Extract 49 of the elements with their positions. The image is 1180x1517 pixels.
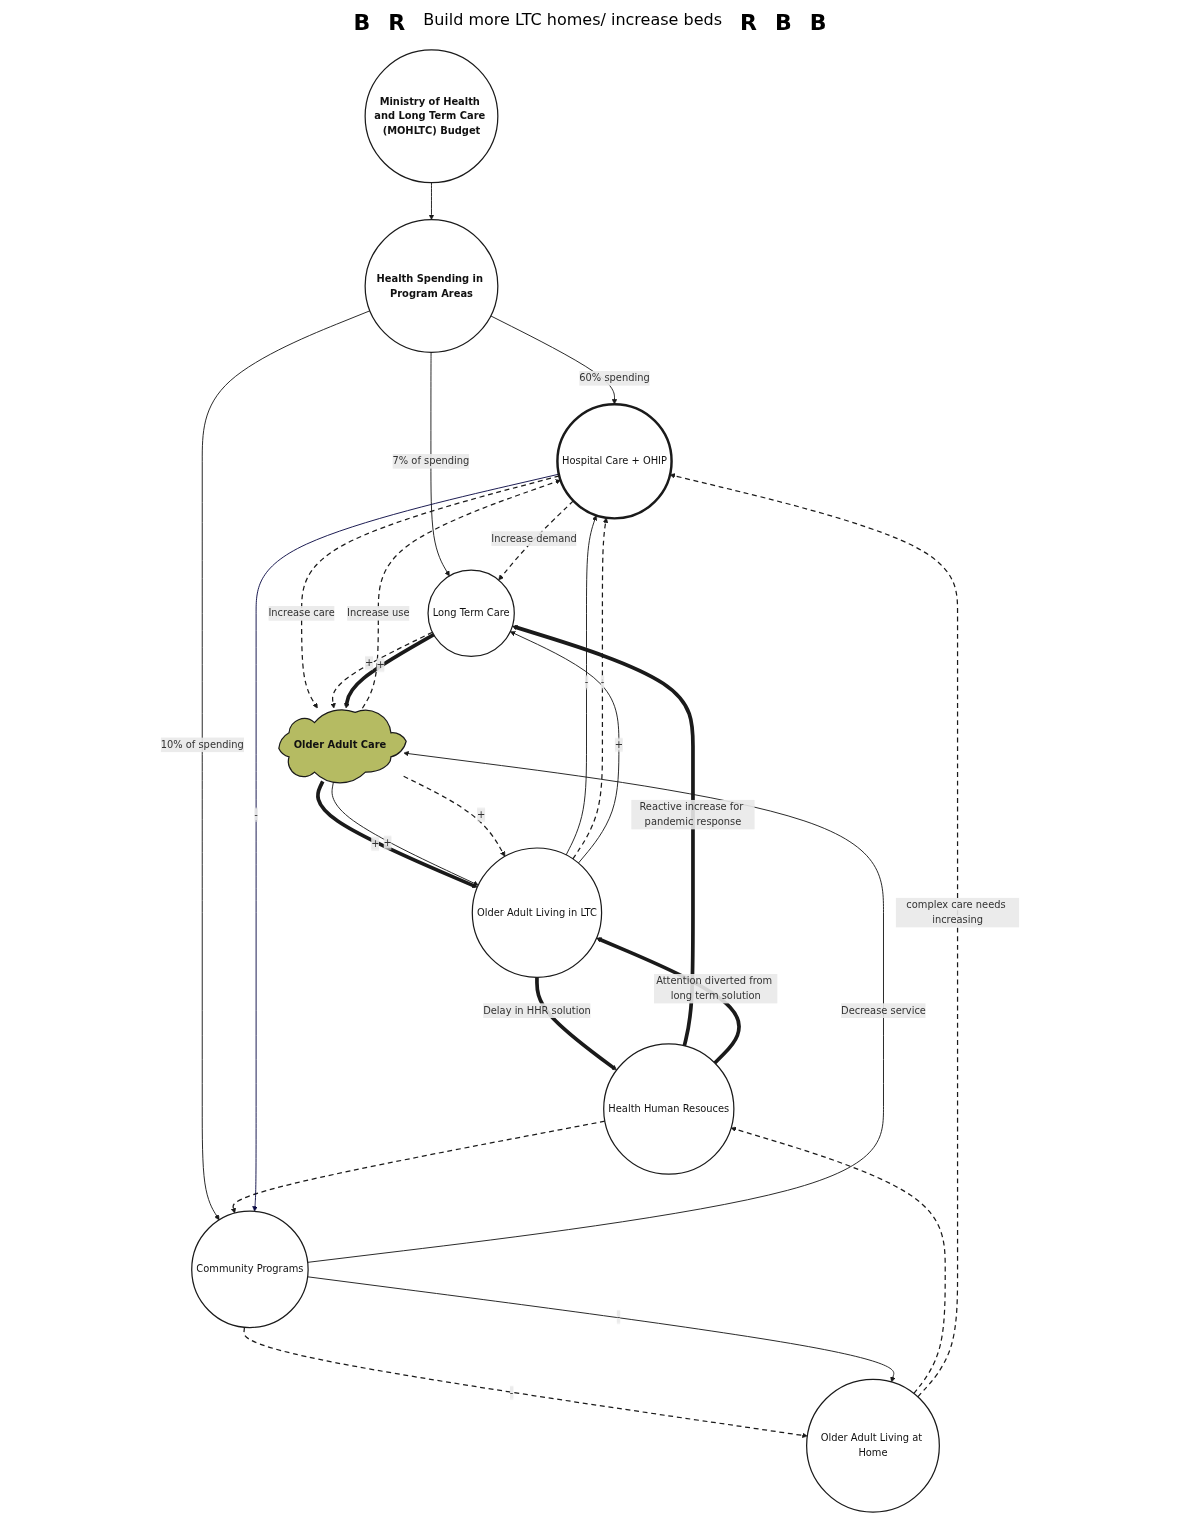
node-circle: Older Adult Living in LTC <box>471 847 603 978</box>
edge-label: Increase use <box>347 607 410 619</box>
arrow <box>498 500 574 581</box>
arrow <box>301 475 560 709</box>
arrow <box>361 479 561 709</box>
arrow <box>512 625 695 1047</box>
edge-label: Increase care <box>268 607 335 619</box>
loop-marker: B <box>774 10 792 35</box>
node-circle: Hospital Care + OHIP <box>556 402 673 520</box>
edge-label: - <box>616 1310 621 1323</box>
arrow <box>730 1126 946 1395</box>
annotation-text: Build more LTC homes/ increase beds <box>423 10 722 31</box>
arrow <box>403 775 506 857</box>
edge-label: Delay in HHR solution <box>483 1004 591 1017</box>
edge-label: Reactive increase for pandemic response <box>639 801 744 828</box>
edge-label: + <box>383 836 392 849</box>
loop-marker: B <box>809 10 827 35</box>
edge-label: + <box>371 837 380 850</box>
edge-label: 7% of spending <box>392 455 470 467</box>
arrow <box>243 1326 808 1439</box>
loop-marker: B <box>353 10 371 35</box>
node-circle: Older Adult Living at Home <box>806 1378 940 1513</box>
edge-label: Decrease service <box>841 1004 926 1017</box>
edge-label: + <box>477 808 486 821</box>
node-circle: Long Term Care <box>427 569 515 658</box>
arrow <box>669 473 959 1398</box>
edge-label: 10% of spending <box>160 738 244 751</box>
node-circle: Ministry of Health and Long Term Care (MOHLTC) Budget <box>364 49 499 184</box>
edge-label: - <box>254 808 258 821</box>
edge-label: complex care needs increasing <box>906 899 1006 926</box>
node-circle: Community Programs <box>191 1210 309 1329</box>
edge-label: Attention diverted from long term solution <box>656 975 773 1002</box>
edge-label: Increase demand <box>491 532 577 545</box>
node-circle: Health Human Resouces <box>603 1043 735 1175</box>
edge-label: + <box>614 738 624 751</box>
edge-label: + <box>376 658 385 671</box>
arrow <box>330 631 434 709</box>
edge-label: + <box>365 656 374 669</box>
edge-label: - <box>584 676 589 688</box>
edge-label: 60% spending <box>579 372 650 384</box>
arrow <box>535 977 617 1071</box>
arrow <box>230 1120 606 1214</box>
arrow <box>572 517 609 860</box>
arrow <box>344 633 435 709</box>
loop-marker: R <box>388 10 406 35</box>
edge-label: - <box>600 676 605 688</box>
node-circle: Health Spending in Program Areas <box>364 219 499 353</box>
edge-label: - <box>509 1386 514 1399</box>
loop-marker: R <box>740 10 757 35</box>
